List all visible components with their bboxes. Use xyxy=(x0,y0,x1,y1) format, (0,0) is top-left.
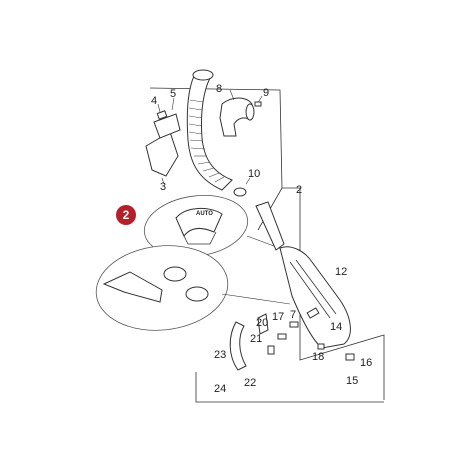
callout-4: 4 xyxy=(151,95,157,107)
callout-18: 18 xyxy=(312,351,324,363)
step-badge-circle xyxy=(116,205,136,225)
callout-17: 17 xyxy=(272,311,284,323)
callout-8: 8 xyxy=(216,83,222,95)
step-badge-number: 2 xyxy=(123,208,130,222)
step-badge: 2 xyxy=(116,205,136,225)
callout-5: 5 xyxy=(170,88,176,100)
handle-small-parts xyxy=(267,307,355,361)
callout-2: 2 xyxy=(296,184,302,196)
callout-21: 21 xyxy=(250,333,262,345)
handle-label: AUTO xyxy=(196,211,213,217)
callout-23: 23 xyxy=(214,349,226,361)
part-4-5-clips xyxy=(156,97,175,120)
part-10-ring xyxy=(233,177,251,197)
detail-ellipse-nozzle xyxy=(95,245,291,331)
part-2-handle-assembly xyxy=(255,201,351,349)
callout-7: 7 xyxy=(290,309,296,321)
part-8-elbow xyxy=(219,89,263,137)
callout-15: 15 xyxy=(346,375,358,387)
callout-10: 10 xyxy=(248,168,260,180)
callout-14: 14 xyxy=(330,321,342,333)
callout-16: 16 xyxy=(360,357,372,369)
part-22-23-nozzles xyxy=(229,313,269,371)
callout-12: 12 xyxy=(335,266,347,278)
callout-20: 20 xyxy=(256,317,268,329)
part-hose xyxy=(186,69,233,191)
detail-ellipse-handle: AUTO xyxy=(143,195,291,257)
callout-22: 22 xyxy=(244,377,256,389)
part-3-elbow xyxy=(145,113,181,185)
callout-3: 3 xyxy=(160,181,166,193)
callout-9: 9 xyxy=(263,87,269,99)
callout-numbers: 2 3 4 5 8 9 10 12 7 14 16 15 17 18 20 21… xyxy=(151,83,372,395)
callout-24: 24 xyxy=(214,383,226,395)
